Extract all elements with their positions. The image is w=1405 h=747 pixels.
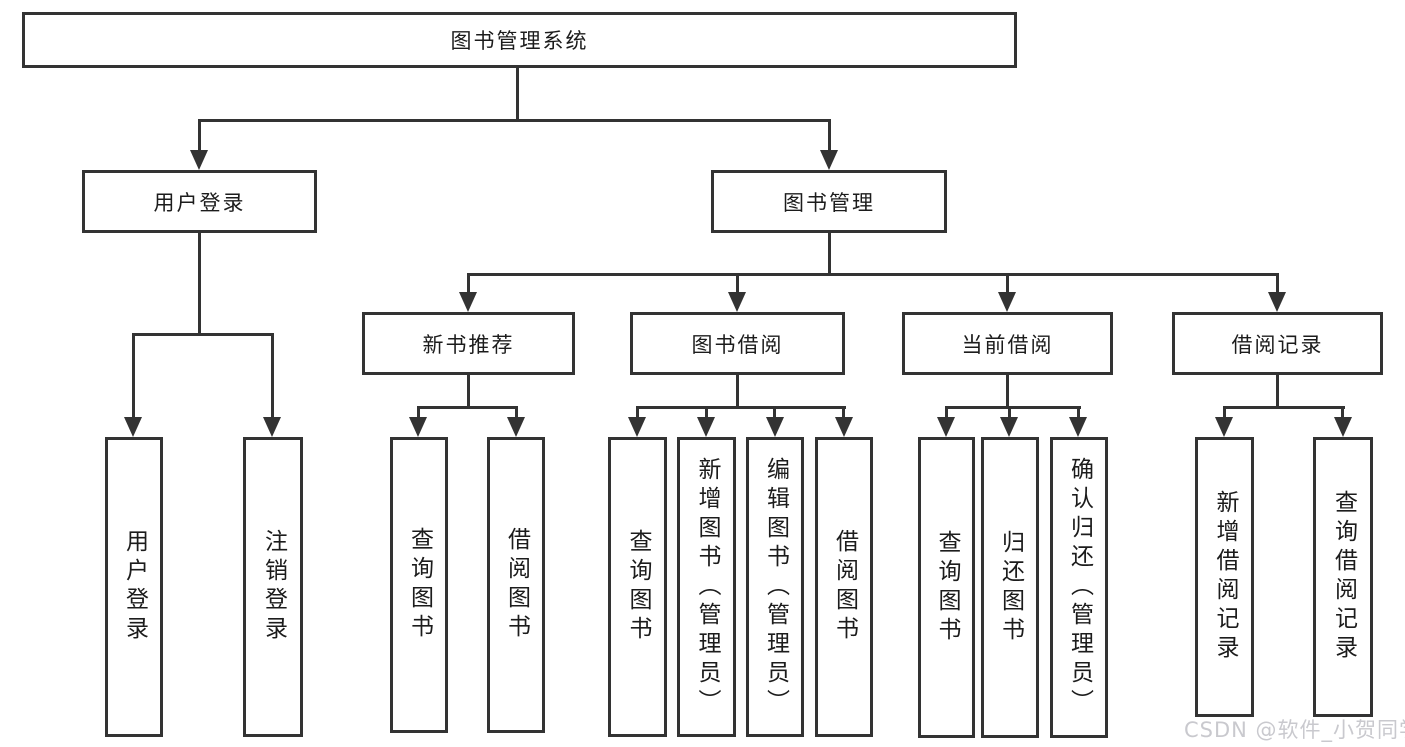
connector-trunk [1006,375,1009,408]
connector-level2-hbar [198,119,831,122]
node-label: 用户登录 [121,529,148,645]
connector-hbar [132,333,274,336]
leaf-add-books-admin: 新增图书（管理员） [677,437,736,737]
node-book-borrowing: 图书借阅 [630,312,845,375]
node-label: 借阅图书 [831,529,858,645]
node-label: 图书管理系统 [450,29,589,53]
connector-trunk [1276,375,1279,408]
node-user-login: 用户登录 [82,170,317,233]
node-label: 确认归还（管理员） [1066,457,1093,718]
node-label: 查询借阅记录 [1330,490,1357,664]
leaf-borrow-books-2: 借阅图书 [815,437,873,737]
connector-trunk [198,232,201,335]
connector-stem [271,333,274,419]
arrowhead-down-icon [263,417,281,437]
connector-stem [842,406,845,419]
leaf-query-books-3: 查询图书 [918,437,975,738]
leaf-query-borrow-record: 查询借阅记录 [1313,437,1373,717]
connector-stem [828,119,831,152]
node-label: 图书借阅 [691,332,784,357]
leaf-confirm-return-admin: 确认归还（管理员） [1050,437,1108,738]
connector-stem [1006,273,1009,294]
arrowhead-down-icon [1215,417,1233,437]
connector-root-trunk [516,68,519,122]
leaf-logout: 注销登录 [243,437,303,737]
node-label: 查询图书 [406,527,433,643]
node-root-library-management-system: 图书管理系统 [22,12,1017,68]
node-label: 编辑图书（管理员） [762,456,789,718]
leaf-query-books-2: 查询图书 [608,437,667,737]
node-label: 新书推荐 [422,332,515,357]
arrowhead-down-icon [820,150,838,170]
node-label: 注销登录 [260,529,287,645]
arrowhead-down-icon [1334,417,1352,437]
node-borrowing-records: 借阅记录 [1172,312,1383,375]
connector-hbar [417,406,518,409]
arrowhead-down-icon [766,417,784,437]
leaf-query-books-1: 查询图书 [390,437,448,733]
arrowhead-down-icon [1069,417,1087,437]
arrowhead-down-icon [937,417,955,437]
connector-stem [515,406,518,419]
connector-stem [1077,406,1080,419]
arrowhead-down-icon [190,150,208,170]
node-current-borrowing: 当前借阅 [902,312,1113,375]
connector-stem [705,406,708,419]
connector-stem [636,406,639,419]
connector-stem [1276,273,1279,294]
node-label: 用户登录 [153,190,246,215]
connector-stem [736,273,739,294]
connector-hbar [1223,406,1345,409]
arrowhead-down-icon [459,292,477,312]
connector-trunk [467,375,470,408]
node-label: 新增图书（管理员） [694,456,720,718]
arrowhead-down-icon [835,417,853,437]
connector-stem [1223,406,1226,419]
node-label: 归还图书 [997,529,1024,646]
leaf-edit-books-admin: 编辑图书（管理员） [746,437,804,737]
arrowhead-down-icon [728,292,746,312]
node-label: 借阅记录 [1231,332,1324,357]
node-label: 查询图书 [625,529,651,645]
connector-stem [132,333,135,419]
node-label: 当前借阅 [961,332,1054,357]
leaf-return-books: 归还图书 [981,437,1039,738]
arrowhead-down-icon [124,417,142,437]
connector-trunk [828,232,831,275]
arrowhead-down-icon [628,417,646,437]
connector-stem [1341,406,1344,419]
arrowhead-down-icon [998,292,1016,312]
connector-stem [417,406,420,419]
arrowhead-down-icon [1268,292,1286,312]
arrowhead-down-icon [409,417,427,437]
connector-stem [1008,406,1011,419]
arrowhead-down-icon [697,417,715,437]
node-label: 新增借阅记录 [1212,490,1238,664]
node-label: 查询图书 [934,529,960,646]
node-label: 图书管理 [783,190,875,215]
connector-stem [945,406,948,419]
connector-trunk [736,375,739,408]
connector-hbar [636,406,846,409]
leaf-borrow-books-1: 借阅图书 [487,437,545,733]
node-new-book-recommendation: 新书推荐 [362,312,575,375]
connector-stem [467,273,470,294]
connector-hbar [945,406,1081,409]
connector-stem [773,406,776,419]
node-label: 借阅图书 [503,527,530,643]
leaf-user-login: 用户登录 [105,437,163,737]
csdn-watermark: CSDN @软件_小贺同学 [1184,718,1405,742]
arrowhead-down-icon [507,417,525,437]
connector-stem [198,119,201,152]
arrowhead-down-icon [1000,417,1018,437]
leaf-add-borrow-record: 新增借阅记录 [1195,437,1254,717]
node-book-management: 图书管理 [711,170,947,233]
connector-level3-hbar [467,273,1279,276]
